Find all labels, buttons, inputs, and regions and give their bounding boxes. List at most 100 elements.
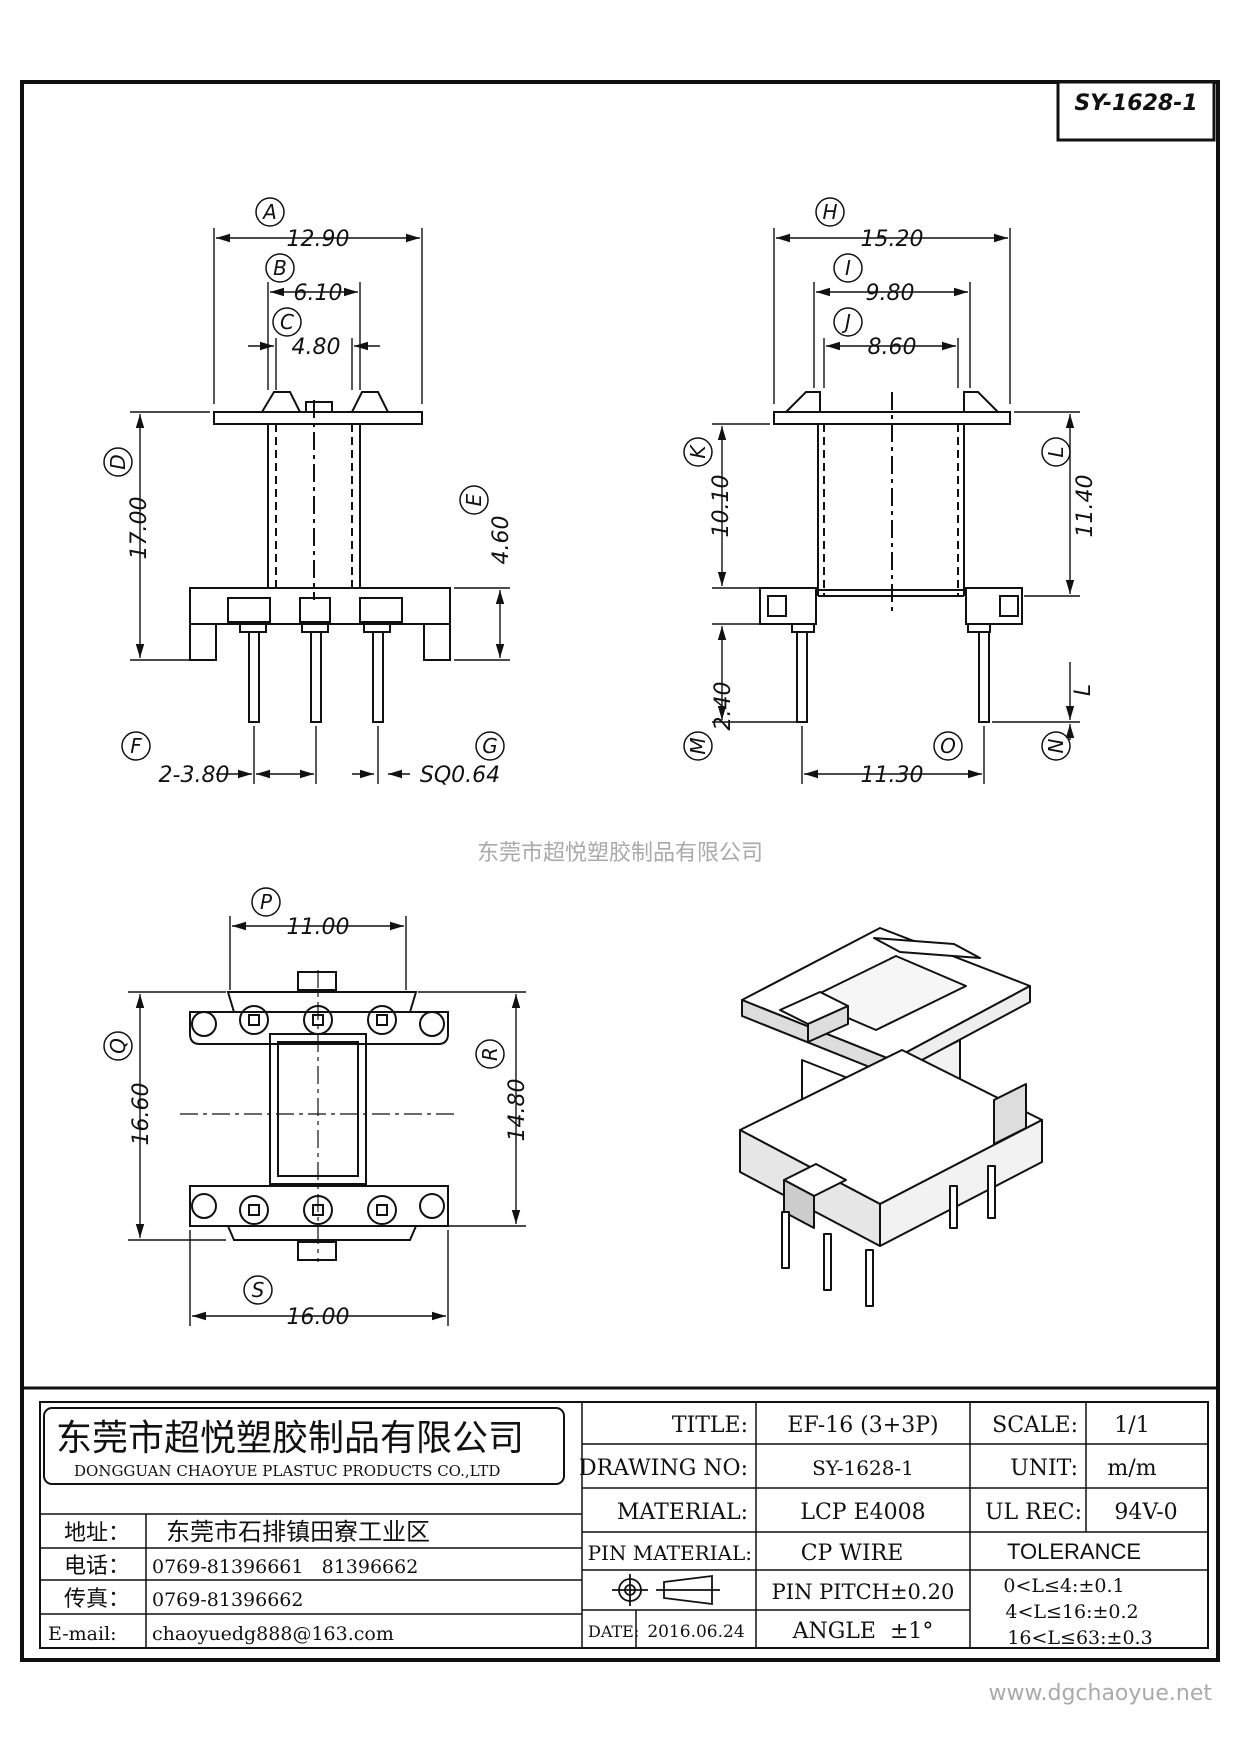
balloon-e-label: E (462, 493, 486, 506)
tolerance-label: TOLERANCE (1007, 1539, 1141, 1564)
top-view-dimensions (128, 916, 526, 1326)
dim-r-value: 14.80 (505, 1079, 530, 1142)
ul-rec-value: 94V-0 (1114, 1500, 1177, 1525)
balloon-i (833, 253, 863, 283)
balloon-n-label: N (1044, 738, 1068, 753)
angle-tolerance: ANGLE ±1° (792, 1619, 934, 1644)
balloon-a-label: A (261, 200, 277, 224)
balloon-g-label: G (482, 734, 498, 758)
top-view (180, 970, 456, 1262)
balloon-o-label: O (940, 734, 956, 758)
dim-a-value: 12.90 (287, 227, 350, 252)
projection-symbol-icon (612, 1574, 720, 1606)
dim-d-value: 17.00 (127, 497, 152, 560)
dim-k-value: 10.10 (709, 475, 734, 538)
dim-j-value: 8.60 (868, 335, 917, 360)
ul-rec-label: UL REC: (985, 1500, 1082, 1525)
balloon-q-label: Q (106, 1038, 130, 1054)
dim-e-value: 4.60 (489, 516, 514, 565)
dim-o-value: 11.30 (861, 763, 924, 788)
unit-value: m/m (1107, 1456, 1156, 1481)
dim-g-value: SQ0.64 (420, 763, 500, 788)
title-value: EF-16 (3+3P) (787, 1413, 938, 1438)
watermark-url: www.dgchaoyue.net (989, 1681, 1213, 1706)
tolerance-row-3: 16<L≤63:±0.3 (1007, 1627, 1152, 1649)
tolerance-row-2: 4<L≤16:±0.2 (1005, 1601, 1138, 1623)
dim-b-value: 6.10 (294, 281, 343, 306)
balloon-c (272, 307, 302, 337)
balloon-b (265, 253, 295, 283)
pin-pitch: PIN PITCH±0.20 (772, 1580, 955, 1604)
balloon-k (683, 437, 713, 467)
email-label: E-mail: (48, 1623, 117, 1645)
front-view (189, 391, 451, 723)
date-value: 2016.06.24 (647, 1622, 744, 1642)
balloon-f (121, 731, 151, 761)
phone-label: 电话： (64, 1554, 130, 1579)
title-block-text: 东莞市超悦塑胶制品有限公司 DONGGUAN CHAOYUE PLASTUC P… (48, 1413, 1178, 1649)
balloon-h (815, 197, 845, 227)
fax-value: 0769-81396662 (152, 1589, 303, 1611)
tolerance-row-1: 0<L≤4:±0.1 (1003, 1575, 1124, 1597)
balloon-m (683, 731, 713, 761)
balloon-h-label: H (822, 200, 837, 224)
scale-label: SCALE: (992, 1413, 1078, 1438)
balloon-c-label: C (280, 310, 294, 334)
side-view (759, 391, 1023, 723)
front-view-labels: A 12.90 B 6.10 C 4.80 D 17.00 E 4.60 F 2… (103, 197, 514, 788)
balloon-g (475, 731, 505, 761)
top-view-labels: P 11.00 Q 16.60 R 14.80 S 16.00 (103, 887, 530, 1330)
drawing-code: SY-1628-1 (1074, 91, 1197, 116)
balloon-p-label: P (260, 890, 273, 914)
fax-label: 传真： (64, 1587, 130, 1612)
date-label: DATE: (588, 1622, 639, 1641)
balloon-r (475, 1039, 505, 1069)
balloon-o (933, 731, 963, 761)
drawing-code-box: SY-1628-1 (1056, 80, 1216, 142)
balloon-n (1041, 731, 1071, 761)
side-view-labels: H 15.20 I 9.80 J 8.60 K 10.10 L 11.40 M … (683, 197, 1098, 788)
balloon-i-label: I (845, 256, 851, 280)
balloon-q (103, 1031, 133, 1061)
balloon-e (459, 485, 489, 515)
dim-h-value: 15.20 (861, 227, 924, 252)
isometric-view (739, 927, 1043, 1307)
balloon-l (1041, 437, 1071, 467)
dim-f-value: 2-3.80 (159, 763, 230, 788)
front-view-dimensions (130, 228, 510, 784)
address-value: 东莞市石排镇田寮工业区 (166, 1518, 430, 1546)
material-label: MATERIAL: (617, 1500, 748, 1525)
side-view-dimensions (712, 228, 1080, 784)
watermark-company: 东莞市超悦塑胶制品有限公司 (477, 841, 763, 866)
address-label: 地址： (64, 1521, 130, 1546)
email-value: chaoyuedg888@163.com (152, 1623, 394, 1645)
balloon-d-label: D (106, 454, 130, 469)
balloon-j-label: J (841, 310, 851, 334)
pin-material-value: CP WIRE (801, 1541, 904, 1566)
unit-label: UNIT: (1010, 1456, 1078, 1481)
dim-i-value: 9.80 (866, 281, 915, 306)
dim-q-value: 16.60 (129, 1083, 154, 1146)
dim-l-value: 11.40 (1073, 475, 1098, 538)
drawing-no-value: SY-1628-1 (812, 1456, 914, 1480)
balloon-m-label: M (686, 737, 710, 754)
balloon-s (243, 1275, 273, 1305)
phone-value: 0769-81396661 81396662 (152, 1556, 418, 1578)
balloon-a (255, 197, 285, 227)
balloon-f-label: F (130, 734, 142, 758)
pin-material-label: PIN MATERIAL: (588, 1541, 752, 1565)
dim-p-value: 11.00 (287, 915, 350, 940)
material-value: LCP E4008 (800, 1500, 925, 1525)
balloon-b-label: B (273, 256, 287, 280)
balloon-j (833, 307, 863, 337)
balloon-k-label: K (686, 444, 710, 459)
balloon-r-label: R (478, 1047, 502, 1061)
balloon-s-label: S (252, 1278, 265, 1302)
title-label: TITLE: (672, 1413, 748, 1438)
dim-c-value: 4.80 (292, 335, 341, 360)
company-name-cn: 东莞市超悦塑胶制品有限公司 (56, 1418, 524, 1459)
scale-value: 1/1 (1114, 1413, 1149, 1438)
company-name-en: DONGGUAN CHAOYUE PLASTUC PRODUCTS CO.,LT… (74, 1462, 500, 1480)
balloon-p (251, 887, 281, 917)
